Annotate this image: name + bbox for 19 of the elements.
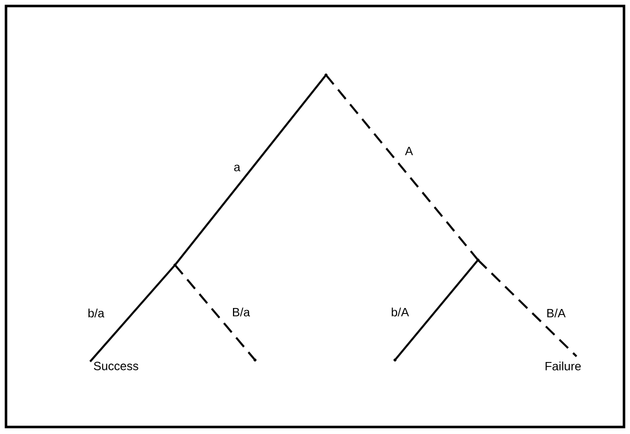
outcome-label: Success bbox=[94, 362, 138, 370]
probability-label: b/A bbox=[392, 308, 409, 316]
probability-label: a bbox=[234, 164, 240, 172]
dashed-branch-line bbox=[477, 259, 578, 358]
branch-point bbox=[394, 358, 396, 362]
probability-label: b/a bbox=[88, 308, 104, 318]
branch-line bbox=[174, 74, 327, 266]
branch-point bbox=[174, 264, 176, 266]
probability-label: A bbox=[405, 146, 413, 156]
branch-line bbox=[89, 264, 176, 362]
dashed-branch-line bbox=[174, 264, 256, 361]
dashed-branch-line bbox=[325, 74, 479, 261]
probability-label: B/a bbox=[232, 308, 250, 316]
outcome-label: Failure bbox=[546, 362, 581, 370]
branch-line bbox=[394, 259, 479, 361]
branch-point bbox=[254, 358, 256, 362]
branch-point bbox=[324, 74, 328, 76]
probability-label: B/A bbox=[547, 308, 566, 318]
branch-point bbox=[476, 258, 480, 262]
